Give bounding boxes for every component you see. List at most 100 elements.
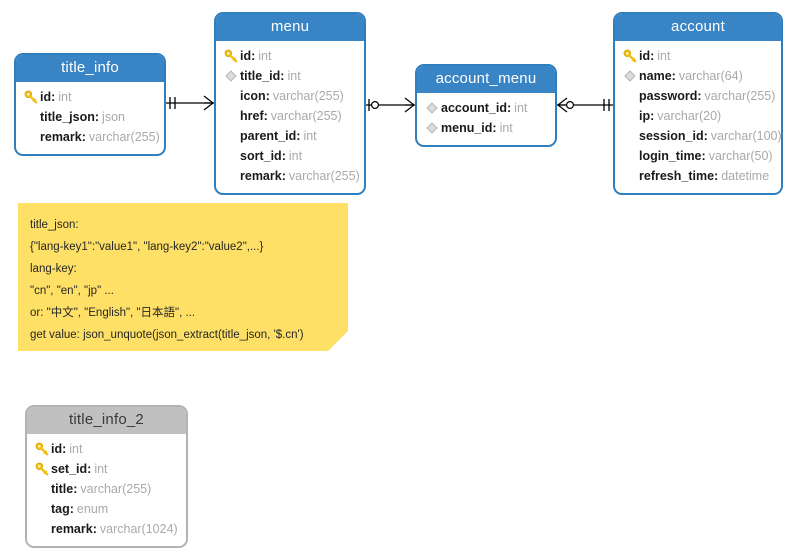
field-type: varchar(255) xyxy=(270,109,342,123)
field-separator: : xyxy=(492,121,497,135)
field-row[interactable]: remark:varchar(255) xyxy=(22,127,160,147)
field-row[interactable]: sort_id:int xyxy=(222,146,358,166)
field-row[interactable]: title_json:json xyxy=(22,107,158,127)
field-type: int xyxy=(499,121,513,135)
sticky-note-line: "cn", "en", "jp" ... xyxy=(30,285,114,297)
primary-key-icon xyxy=(621,47,639,65)
field-row[interactable]: id:int xyxy=(22,87,158,107)
foreign-key-icon xyxy=(621,67,639,85)
field-type: int xyxy=(58,90,72,104)
field-row[interactable]: session_id:varchar(100) xyxy=(621,126,781,146)
foreign-key-icon xyxy=(423,99,441,117)
field-row[interactable]: id:int xyxy=(33,439,180,459)
field-name: ip xyxy=(639,109,651,123)
field-row[interactable]: id:int xyxy=(222,46,358,66)
field-row[interactable]: icon:varchar(255) xyxy=(222,86,358,106)
field-row[interactable]: title:varchar(255) xyxy=(33,479,180,499)
field-separator: : xyxy=(703,129,708,143)
sticky-note-title_json-note[interactable]: title_json:{"lang-key1":"value1", "lang-… xyxy=(18,203,348,351)
field-icon-none xyxy=(22,128,40,146)
sticky-note-line: title_json: xyxy=(30,219,79,231)
field-name: name xyxy=(639,69,672,83)
relationship-connector-menu-account_menu[interactable] xyxy=(366,97,415,113)
field-icon-none xyxy=(33,480,51,498)
sticky-note-text: title_json:{"lang-key1":"value1", "lang-… xyxy=(18,203,348,356)
field-type: int xyxy=(287,69,301,83)
field-type: varchar(100) xyxy=(710,129,782,143)
field-type: int xyxy=(288,149,303,163)
field-row[interactable]: login_time:varchar(50) xyxy=(621,146,775,166)
field-row[interactable]: id:int xyxy=(621,46,775,66)
entity-table-title-title_info: title_info xyxy=(16,55,164,82)
field-separator: : xyxy=(51,90,56,104)
field-type: datetime xyxy=(721,169,770,183)
sticky-note-line: lang-key: xyxy=(30,263,77,275)
field-row[interactable]: remark:varchar(255) xyxy=(222,166,360,186)
field-separator: : xyxy=(265,89,270,103)
field-name: refresh_time xyxy=(639,169,715,183)
field-name: id xyxy=(240,49,252,63)
field-row[interactable]: remark:varchar(1024) xyxy=(33,519,180,539)
field-name: set_id xyxy=(51,462,88,476)
field-row[interactable]: href:varchar(255) xyxy=(222,106,358,126)
field-icon-none xyxy=(222,147,240,165)
field-type: int xyxy=(514,101,528,115)
field-icon-none xyxy=(621,167,639,185)
field-separator: : xyxy=(87,462,92,476)
field-name: tag xyxy=(51,502,70,516)
field-separator: : xyxy=(697,89,702,103)
field-row[interactable]: set_id:int xyxy=(33,459,180,479)
field-name: id xyxy=(639,49,651,63)
field-row[interactable]: refresh_time:datetime xyxy=(621,166,775,186)
field-row[interactable]: ip:varchar(20) xyxy=(621,106,775,126)
relationship-connector-account_menu-account[interactable] xyxy=(557,97,613,113)
field-separator: : xyxy=(650,109,655,123)
field-row[interactable]: parent_id:int xyxy=(222,126,358,146)
field-separator: : xyxy=(92,522,97,536)
field-separator: : xyxy=(650,49,655,63)
field-type: json xyxy=(102,110,125,124)
primary-key-icon xyxy=(33,460,51,478)
field-icon-none xyxy=(33,500,51,518)
field-separator: : xyxy=(714,169,719,183)
field-separator: : xyxy=(507,101,512,115)
field-row[interactable]: title_id:int xyxy=(222,66,358,86)
field-type: varchar(64) xyxy=(678,69,743,83)
field-name: id xyxy=(51,442,63,456)
field-name: remark xyxy=(240,169,282,183)
field-separator: : xyxy=(701,149,706,163)
field-separator: : xyxy=(281,149,286,163)
field-row[interactable]: password:varchar(255) xyxy=(621,86,775,106)
field-separator: : xyxy=(263,109,268,123)
foreign-key-icon xyxy=(423,119,441,137)
sticky-note-fold-icon xyxy=(328,331,348,351)
field-row[interactable]: menu_id:int xyxy=(423,118,549,138)
field-separator: : xyxy=(73,482,78,496)
field-icon-none xyxy=(621,127,639,145)
field-type: int xyxy=(657,49,671,63)
sticky-note-line: or: "中文", "English", "日本語", ... xyxy=(30,307,196,319)
field-name: session_id xyxy=(639,129,704,143)
field-row[interactable]: account_id:int xyxy=(423,98,549,118)
primary-key-icon xyxy=(222,47,240,65)
field-name: title_id xyxy=(240,69,281,83)
field-name: password xyxy=(639,89,698,103)
field-separator: : xyxy=(251,49,256,63)
relationship-connector-title_info-menu[interactable] xyxy=(166,95,214,111)
field-name: menu_id xyxy=(441,121,493,135)
entity-table-title-menu: menu xyxy=(216,14,364,41)
field-row[interactable]: tag:enum xyxy=(33,499,180,519)
field-type: varchar(255) xyxy=(88,130,160,144)
primary-key-icon xyxy=(22,88,40,106)
field-row[interactable]: name:varchar(64) xyxy=(621,66,775,86)
field-type: int xyxy=(69,442,83,456)
